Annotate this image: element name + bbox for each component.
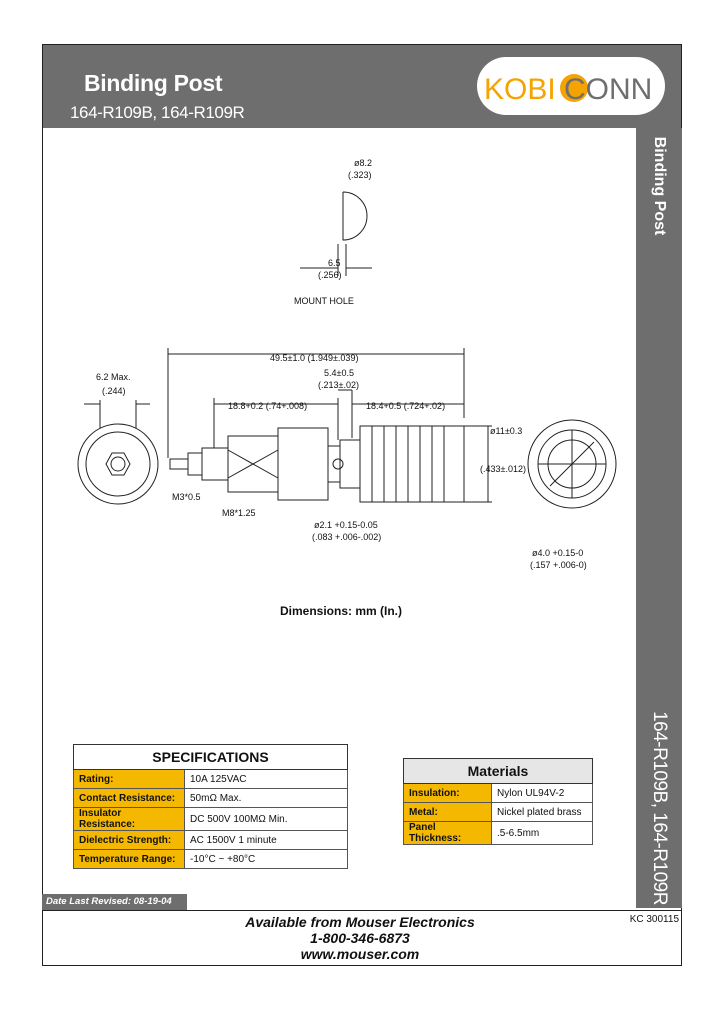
table-row: Dielectric Strength:AC 1500V 1 minute (73, 830, 348, 850)
table-row: Temperature Range:-10°C ~ +80°C (73, 849, 348, 869)
material-value: Nylon UL94V-2 (491, 783, 593, 803)
spec-value: 10A 125VAC (184, 769, 348, 789)
specifications-table: SPECIFICATIONS Rating:10A 125VAC Contact… (73, 744, 348, 869)
dimensions-note: Dimensions: mm (In.) (279, 604, 402, 618)
technical-drawing: ø8.2 (.323) 6.5 (.256) MOUNT HOLE 49.5±1… (77, 158, 617, 570)
phone-number: 1-800-346-6873 (310, 930, 410, 946)
side-title: Binding Post (651, 136, 668, 236)
mount-hole-flat-in: (.256) (318, 270, 342, 280)
cap-dia: ø11±0.3 (490, 426, 522, 436)
table-row: Metal:Nickel plated brass (403, 802, 593, 822)
bore-dia-in: (.157 +.006-0) (530, 560, 587, 570)
width-label: 6.2 Max. (96, 372, 131, 382)
thread-m3: M3*0.5 (172, 492, 201, 502)
material-label: Metal: (403, 802, 492, 822)
materials-table: Materials Insulation:Nylon UL94V-2 Metal… (403, 758, 593, 845)
thread-m8: M8*1.25 (222, 508, 256, 518)
material-value: .5-6.5mm (491, 821, 593, 845)
material-value: Nickel plated brass (491, 802, 593, 822)
spec-label: Insulator Resistance: (73, 807, 185, 831)
spec-value: -10°C ~ +80°C (184, 849, 348, 869)
overall-length: 49.5±1.0 (1.949±.039) (270, 353, 358, 363)
materials-title: Materials (403, 758, 593, 784)
table-row: Rating:10A 125VAC (73, 769, 348, 789)
spec-label: Rating: (73, 769, 185, 789)
specifications-title: SPECIFICATIONS (73, 744, 348, 770)
logo-left-text: KOBI (484, 73, 556, 106)
mount-hole-flat: 6.5 (328, 258, 341, 268)
flange-dim-in: (.213±.02) (318, 380, 359, 390)
material-label: Insulation: (403, 783, 492, 803)
right-length: 18.4+0.5 (.724+.02) (366, 401, 445, 411)
bore-dia: ø4.0 +0.15-0 (532, 548, 583, 558)
left-length: 18.8+0.2 (.74+.008) (228, 401, 307, 411)
logo-right-text: CONN (564, 73, 652, 106)
part-numbers: 164-R109B, 164-R109R (70, 103, 245, 122)
spec-value: 50mΩ Max. (184, 788, 348, 808)
mount-hole-dia-in: (.323) (348, 170, 372, 180)
hole-dia: ø2.1 +0.15-0.05 (314, 520, 378, 530)
spec-label: Temperature Range: (73, 849, 185, 869)
side-part-numbers: 164-R109B, 164-R109R (649, 711, 670, 905)
available-from: Available from Mouser Electronics (245, 914, 475, 930)
kobiconn-logo: KOBI CONN (477, 57, 665, 115)
document-number: KC 300115 (629, 914, 679, 925)
table-row: Insulator Resistance:DC 500V 100MΩ Min. (73, 807, 348, 831)
mount-hole-label: MOUNT HOLE (294, 296, 354, 306)
table-row: Contact Resistance:50mΩ Max. (73, 788, 348, 808)
date-revised: Date Last Revised: 08-19-04 (42, 894, 187, 910)
width-label-in: (.244) (102, 386, 126, 396)
table-row: Insulation:Nylon UL94V-2 (403, 783, 593, 803)
cap-dia-in: (.433±.012) (480, 464, 526, 474)
page-title: Binding Post (84, 70, 223, 96)
hole-dia-in: (.083 +.006-.002) (312, 532, 381, 542)
website-link[interactable]: www.mouser.com (300, 946, 420, 962)
side-bar (636, 128, 682, 908)
flange-dim: 5.4±0.5 (324, 368, 354, 378)
mount-hole-dia: ø8.2 (354, 158, 372, 168)
footer-divider (42, 910, 682, 911)
mount-hole-shape (342, 191, 368, 241)
spec-label: Contact Resistance: (73, 788, 185, 808)
spec-value: DC 500V 100MΩ Min. (184, 807, 348, 831)
table-row: Panel Thickness:.5-6.5mm (403, 821, 593, 845)
spec-value: AC 1500V 1 minute (184, 830, 348, 850)
spec-label: Dielectric Strength: (73, 830, 185, 850)
material-label: Panel Thickness: (403, 821, 492, 845)
